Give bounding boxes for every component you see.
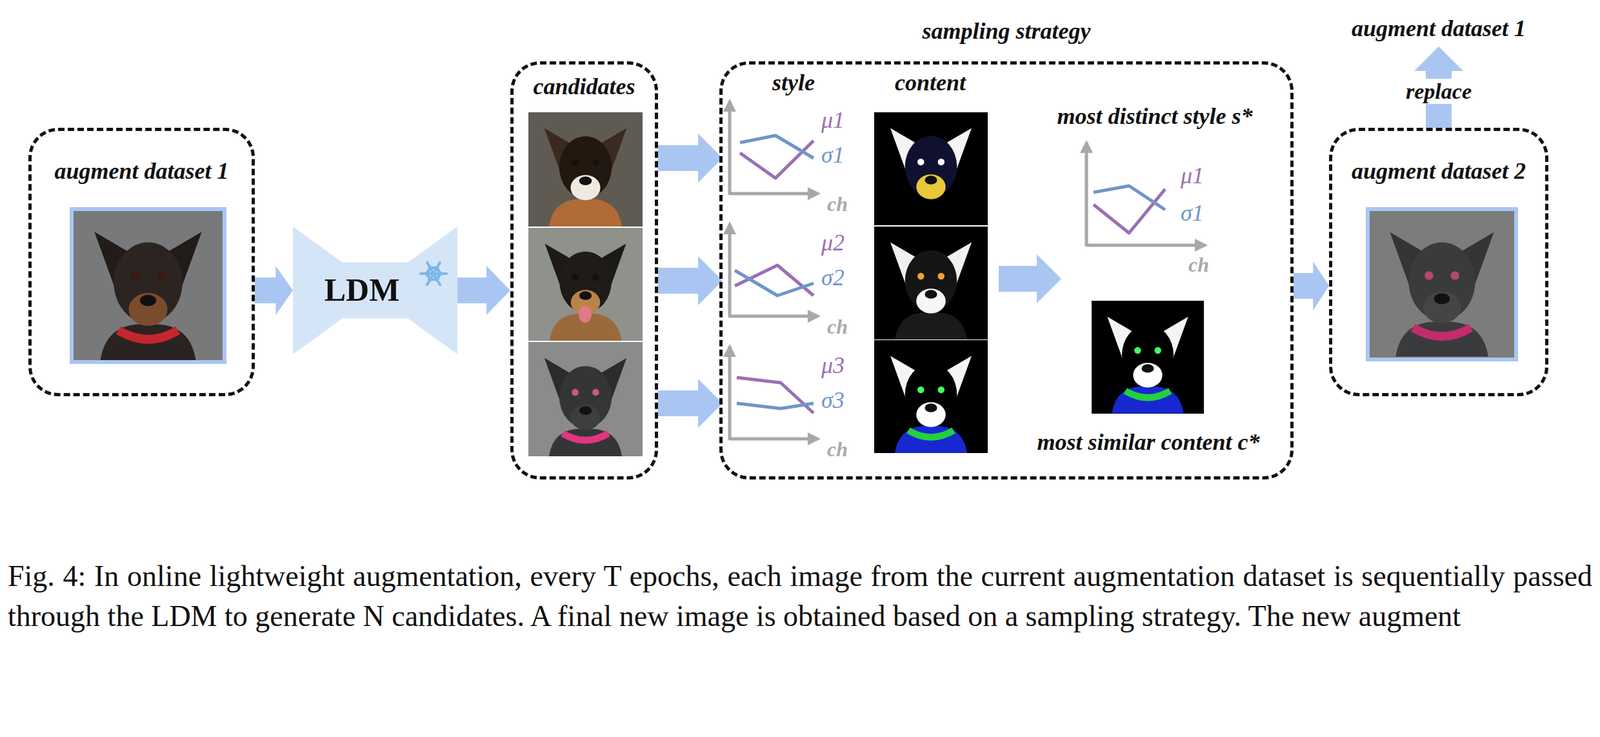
- illustration-part: [427, 262, 440, 286]
- illustration-part: [734, 270, 814, 296]
- illustration-part: [874, 340, 988, 453]
- style-plot: μ2 σ2 ch: [722, 219, 862, 342]
- std-label: σ2: [821, 264, 845, 291]
- illustration-part: [874, 112, 988, 226]
- illustration-part: [734, 265, 814, 296]
- illustration-part: [740, 140, 814, 179]
- axis-label: ch: [827, 314, 848, 339]
- illustration-part: [1093, 189, 1166, 233]
- illustration-part: [874, 226, 988, 340]
- flow-arrow: [658, 133, 723, 183]
- axis-label: ch: [827, 192, 848, 217]
- illustration-part: [890, 242, 972, 340]
- illustration-part: [890, 128, 972, 226]
- illustration-part: [427, 262, 440, 286]
- illustration-part: [1367, 209, 1517, 360]
- axis-label: ch: [827, 437, 848, 462]
- mean-label: μ1: [821, 107, 845, 134]
- edge-label: replace: [1403, 78, 1475, 104]
- flow-arrow: [457, 265, 511, 315]
- illustration-part: [736, 403, 814, 409]
- illustration-part: [578, 305, 592, 323]
- bowtie-shape: [292, 226, 458, 355]
- illustration-part: [544, 128, 627, 227]
- illustration-part: [94, 231, 202, 360]
- flow-arrow: [1293, 261, 1330, 311]
- std-label: σ1: [821, 141, 845, 169]
- selected-style: most distinct style s* μ1 σ1 ch: [1019, 103, 1291, 281]
- illustration-part: [545, 243, 627, 342]
- panel-title: most distinct style s*: [1056, 103, 1253, 130]
- box-title: augment dataset 1: [54, 158, 229, 185]
- column-label: style: [772, 69, 815, 97]
- std-label: σ1: [1180, 200, 1204, 227]
- mean-label: μ1: [1180, 162, 1204, 190]
- figure-caption: Fig. 4: In online lightweight augmentati…: [7, 556, 1593, 637]
- model-block: LDM: [292, 226, 458, 355]
- illustration-part: [1091, 300, 1204, 414]
- illustration-part: [740, 135, 814, 159]
- illustration-part: [736, 377, 814, 413]
- illustration-part: [1389, 232, 1494, 357]
- select-arrow: [998, 254, 1062, 304]
- mean-label: μ3: [821, 352, 845, 379]
- panel-title: most similar content c*: [1036, 429, 1260, 456]
- illustration-part: [437, 267, 439, 273]
- illustration-part: [729, 101, 819, 194]
- candidates-box: candidates: [510, 61, 659, 480]
- illustration-part: [729, 223, 819, 317]
- mean-label: μ2: [821, 229, 845, 257]
- box-title: candidates: [533, 73, 636, 100]
- illustration-part: [528, 112, 643, 227]
- illustration-part: [428, 275, 430, 281]
- illustration-part: [1086, 142, 1206, 246]
- illustration-part: [71, 209, 225, 362]
- dataset-label: augment dataset 1: [1322, 12, 1555, 47]
- strategy-box: sampling strategyμ1σ1chμ2σ2chμ3σ3chmost …: [719, 61, 1294, 480]
- dataset-box: augment dataset 2: [1329, 127, 1549, 397]
- style-plot: μ3 σ3 ch: [722, 341, 862, 465]
- box-title: sampling strategy: [921, 18, 1091, 45]
- flow-arrow: [658, 256, 723, 306]
- illustration-part: [528, 341, 643, 457]
- style-plot: μ1 σ1 ch: [722, 96, 862, 220]
- candidate-images: [528, 112, 643, 457]
- illustration-part: [1093, 185, 1166, 210]
- std-label: σ3: [821, 387, 845, 414]
- illustration-part: [729, 346, 819, 439]
- frozen-icon: [420, 262, 447, 286]
- input-image: [71, 209, 225, 362]
- illustration-part: [544, 358, 627, 457]
- illustration-part: [1107, 316, 1188, 414]
- flow-arrow: [254, 265, 293, 315]
- axis-label: ch: [1188, 252, 1210, 277]
- dataset-box: augment dataset 1: [28, 127, 255, 397]
- model-name: LDM: [324, 271, 400, 310]
- illustration-part: [528, 227, 643, 341]
- box-title: augment dataset 2: [1351, 158, 1526, 185]
- content-maps: [874, 112, 1204, 453]
- style-plots: [729, 101, 1206, 439]
- box-title: augment dataset 1: [1351, 15, 1526, 42]
- selected-content: most similar content c*: [1006, 296, 1291, 459]
- column-label: content: [894, 69, 966, 97]
- output-image: [1367, 209, 1517, 360]
- flow-arrow: [658, 378, 723, 428]
- illustration-part: [890, 356, 972, 454]
